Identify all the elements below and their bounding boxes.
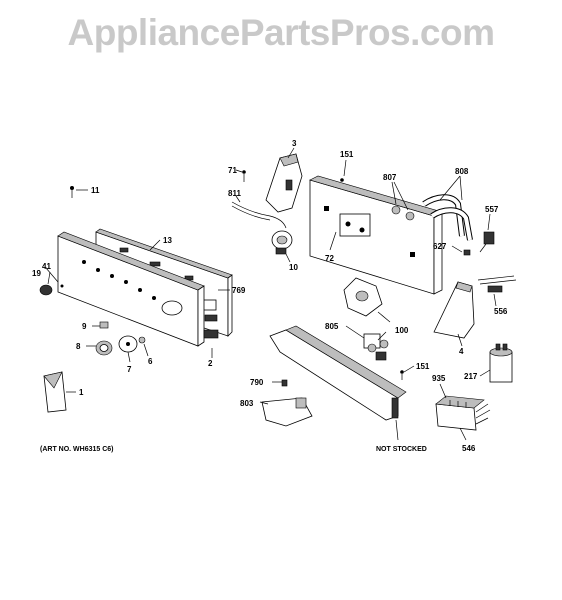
dial-7 bbox=[118, 335, 138, 353]
water-valve-100 bbox=[343, 277, 383, 317]
control-board-546 bbox=[435, 395, 491, 431]
pressure-switch-10 bbox=[271, 230, 293, 255]
screw-151-bottom bbox=[400, 370, 404, 380]
callout-807: 807 bbox=[383, 173, 397, 182]
front-panel bbox=[57, 231, 219, 347]
rear-panel-72 bbox=[309, 175, 443, 295]
callout-13: 13 bbox=[163, 236, 172, 245]
callout-8: 8 bbox=[76, 342, 81, 351]
callout-217: 217 bbox=[464, 372, 478, 381]
callout-790: 790 bbox=[250, 378, 264, 387]
knob-19 bbox=[39, 284, 53, 296]
not-stocked-label: NOT STOCKED bbox=[376, 446, 427, 453]
callout-71: 71 bbox=[228, 166, 237, 175]
callout-627: 627 bbox=[433, 242, 447, 251]
callout-557: 557 bbox=[485, 205, 499, 214]
screw-151-top bbox=[340, 178, 344, 182]
switch-803 bbox=[261, 397, 313, 427]
callout-4: 4 bbox=[459, 347, 464, 356]
literature-1 bbox=[43, 371, 67, 413]
callout-151-top: 151 bbox=[340, 150, 354, 159]
screw-11 bbox=[70, 186, 74, 198]
callout-151-bottom: 151 bbox=[416, 362, 430, 371]
callout-100: 100 bbox=[395, 326, 409, 335]
clip-627 bbox=[463, 249, 471, 256]
watermark-logo: AppliancePartsPros.com bbox=[67, 12, 495, 53]
wire-harness-811-b bbox=[231, 205, 271, 221]
callout-935: 935 bbox=[432, 374, 446, 383]
callout-808: 808 bbox=[455, 167, 469, 176]
callout-11: 11 bbox=[91, 186, 100, 195]
clip-41 bbox=[60, 284, 64, 288]
callout-556: 556 bbox=[494, 307, 508, 316]
callout-803: 803 bbox=[240, 399, 254, 408]
clip-790 bbox=[281, 379, 288, 387]
spring-6 bbox=[138, 336, 146, 344]
wire-harness-811 bbox=[231, 201, 287, 229]
callout-546: 546 bbox=[462, 444, 476, 453]
callout-19: 19 bbox=[32, 269, 41, 278]
callout-41: 41 bbox=[42, 262, 51, 271]
wire-556 bbox=[477, 275, 517, 293]
callout-811: 811 bbox=[228, 189, 241, 198]
callout-10: 10 bbox=[289, 263, 298, 272]
callout-3: 3 bbox=[292, 139, 297, 148]
valve-805 bbox=[363, 333, 389, 361]
callout-6: 6 bbox=[148, 357, 153, 366]
hoses-808 bbox=[422, 194, 473, 241]
screw-71 bbox=[242, 170, 246, 182]
callout-7: 7 bbox=[127, 365, 132, 374]
callout-labels: 11 13 769 2 41 19 9 8 7 6 1 (ART NO. WH6… bbox=[32, 139, 508, 453]
callout-2: 2 bbox=[208, 359, 213, 368]
bottom-console bbox=[269, 325, 407, 421]
callout-72: 72 bbox=[325, 254, 334, 263]
clip-9 bbox=[99, 321, 109, 329]
leader-lines bbox=[45, 147, 497, 441]
knob-8 bbox=[95, 340, 113, 356]
callout-769: 769 bbox=[232, 286, 246, 295]
callout-9: 9 bbox=[82, 322, 87, 331]
callout-1: 1 bbox=[79, 388, 84, 397]
connector-557 bbox=[479, 231, 495, 253]
callout-805: 805 bbox=[325, 322, 339, 331]
water-inlet-807 bbox=[391, 205, 415, 221]
bracket-3 bbox=[265, 153, 303, 213]
capacitor-217 bbox=[489, 343, 513, 383]
art-number: (ART NO. WH6315 C6) bbox=[40, 446, 114, 453]
